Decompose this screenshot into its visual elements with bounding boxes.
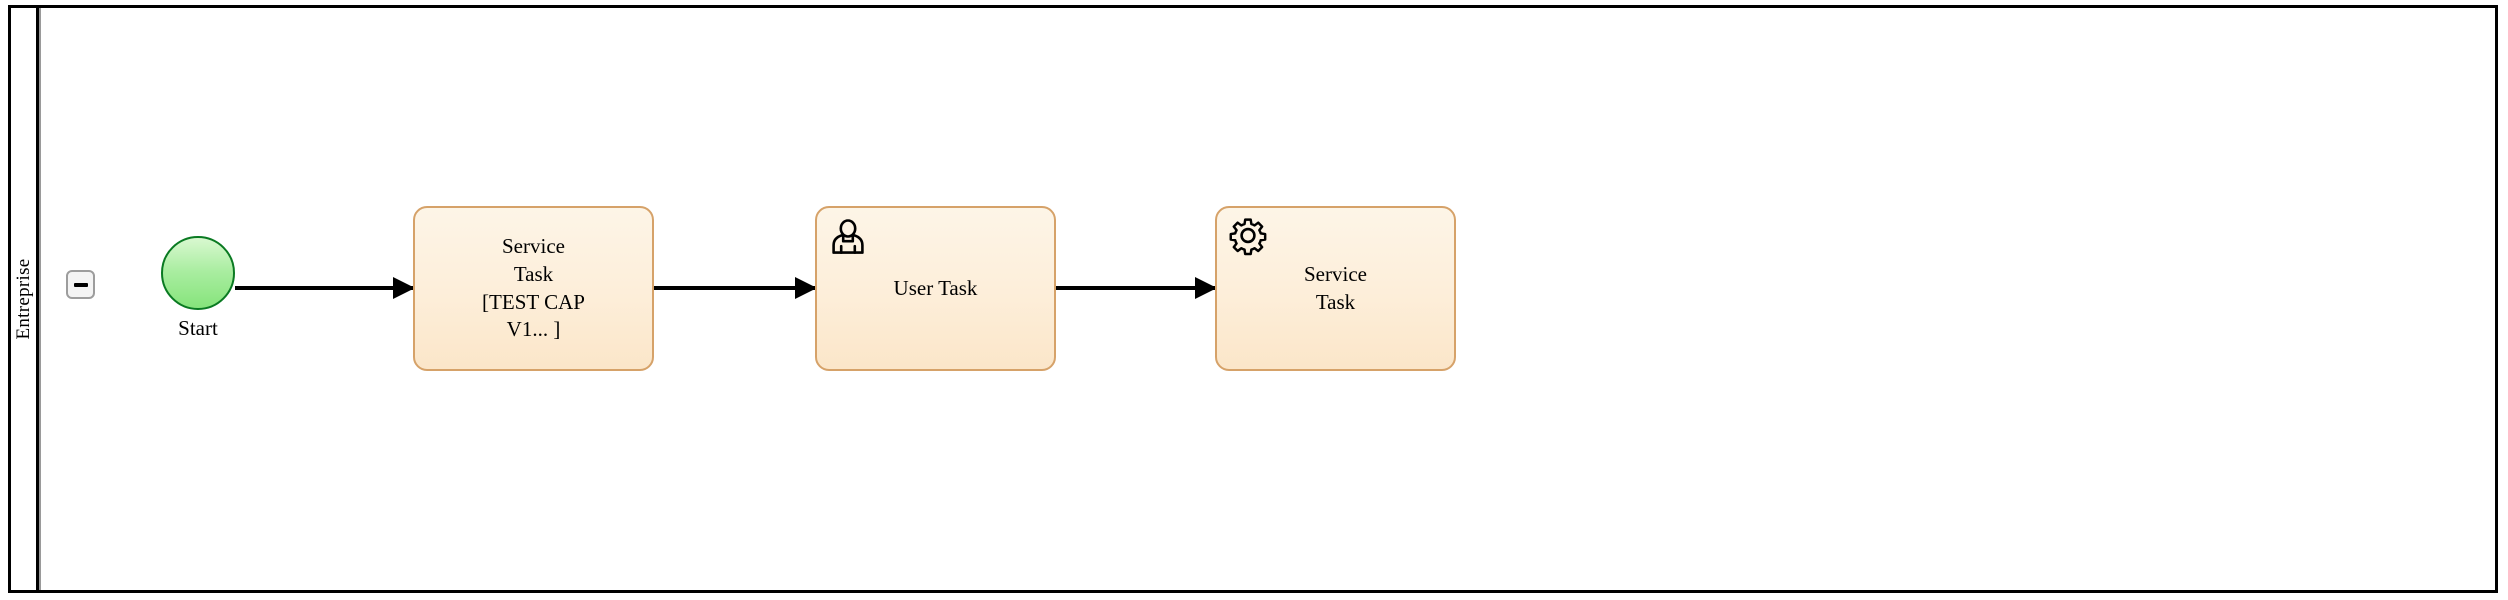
lane-label: Entreprise — [12, 258, 34, 340]
sequence-flow-task2-to-task3[interactable] — [1056, 277, 1217, 299]
bpmn-pool[interactable]: Entreprise Start Service Task [TEST CAP … — [8, 5, 2498, 593]
start-event-label: Start — [178, 316, 218, 340]
service-task-2-label: Service Task — [1304, 261, 1367, 314]
lane-collapse-button[interactable] — [66, 270, 95, 299]
user-task[interactable]: User Task — [815, 206, 1056, 371]
service-task-2[interactable]: Service Task — [1215, 206, 1456, 371]
minus-icon — [73, 282, 88, 287]
service-task-1[interactable]: Service Task [TEST CAP V1... ] — [413, 206, 654, 371]
user-icon — [828, 217, 868, 257]
arrowhead-icon — [795, 277, 817, 299]
service-task-1-label: Service Task [TEST CAP V1... ] — [482, 234, 585, 342]
start-event-circle — [161, 236, 235, 310]
sequence-flow-start-to-task1[interactable] — [235, 277, 415, 299]
start-event[interactable]: Start — [161, 236, 235, 340]
lane-header[interactable]: Entreprise — [11, 8, 39, 590]
arrowhead-icon — [393, 277, 415, 299]
user-task-label: User Task — [893, 275, 978, 300]
arrowhead-icon — [1195, 277, 1217, 299]
lane-body[interactable]: Start Service Task [TEST CAP V1... ] — [39, 8, 2495, 590]
gear-icon — [1228, 217, 1268, 257]
sequence-flow-task1-to-task2[interactable] — [654, 277, 817, 299]
